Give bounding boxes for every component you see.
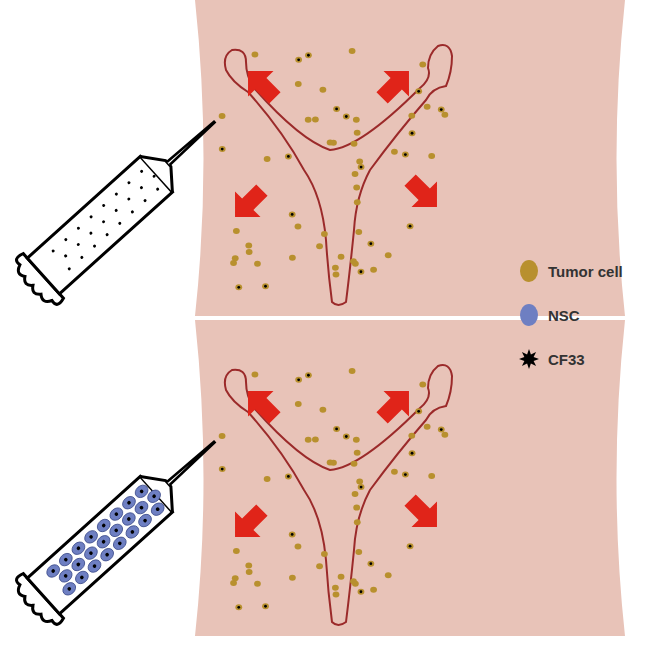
spread-arrow — [397, 167, 449, 219]
syringe-contents — [51, 165, 164, 271]
legend-label: Tumor cell — [548, 263, 623, 280]
spread-arrow — [235, 378, 287, 430]
legend-swatch — [518, 303, 540, 327]
spread-arrow — [235, 58, 287, 110]
spread-arrow — [369, 58, 421, 110]
syringe-barrel — [27, 156, 172, 293]
syringe — [9, 99, 235, 311]
abdomen-panel — [9, 320, 625, 636]
legend-entry: NSC — [518, 302, 623, 328]
abdomen-panel — [9, 0, 625, 316]
legend-entry: CF33 — [518, 346, 623, 372]
spread-arrow — [397, 487, 449, 539]
spread-arrow — [369, 378, 421, 430]
syringe-barrel — [27, 476, 172, 613]
spread-arrow — [222, 177, 274, 229]
tumor-cells — [219, 368, 449, 610]
syringe-needle — [167, 441, 216, 485]
legend-swatch — [518, 259, 540, 283]
legend: Tumor cellNSC CF33 — [518, 258, 623, 390]
spread-arrow — [222, 497, 274, 549]
syringe — [9, 419, 235, 631]
legend-label: NSC — [548, 307, 580, 324]
syringe-needle — [167, 121, 216, 165]
tumor-cells — [219, 48, 449, 290]
syringe-contents — [44, 479, 171, 598]
uterus-outline — [225, 45, 452, 305]
uterus-outline — [225, 365, 452, 625]
abdomen — [195, 0, 625, 316]
legend-swatch — [518, 347, 540, 371]
legend-label: CF33 — [548, 351, 585, 368]
abdomen — [195, 320, 625, 636]
legend-entry: Tumor cell — [518, 258, 623, 284]
